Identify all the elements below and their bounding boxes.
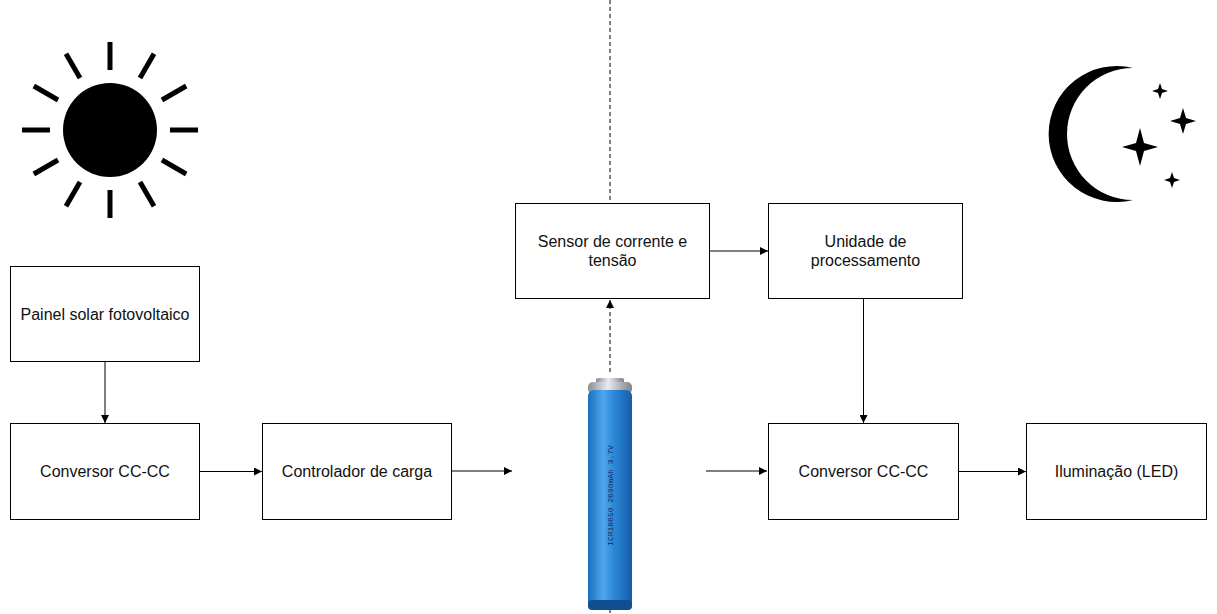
sun-ray	[140, 54, 154, 78]
box-label: Painel solar fotovoltaico	[13, 305, 198, 324]
sun-icon	[22, 42, 198, 218]
star	[1122, 128, 1158, 166]
output-box: Iluminação (LED)	[1026, 423, 1207, 520]
flow-arrow	[105, 362, 106, 423]
flow-arrow	[710, 251, 768, 252]
process-box: Conversor CC-CC	[768, 423, 959, 520]
battery-marking: ICR18650 2600mAh 3.7V	[605, 445, 614, 546]
process-box: Unidade de processamento	[768, 203, 963, 299]
box-label: Conversor CC-CC	[32, 462, 178, 481]
process-box: Conversor CC-CC	[10, 423, 200, 520]
flow-arrow	[200, 471, 262, 472]
flow-arrow	[863, 299, 864, 423]
sun-ray	[22, 128, 50, 133]
supply-arrow	[706, 471, 767, 472]
charge-arrow	[452, 471, 512, 472]
sun-ray	[162, 86, 186, 100]
star	[1164, 172, 1180, 188]
battery-illustration	[588, 378, 632, 610]
sun-ray	[170, 128, 198, 133]
sun-ray	[66, 54, 80, 78]
source-box: Painel solar fotovoltaico	[10, 266, 200, 362]
sun-ray	[162, 160, 186, 174]
sun-ray	[108, 190, 113, 218]
box-label: Iluminação (LED)	[1047, 462, 1187, 481]
flow-arrow	[959, 471, 1026, 472]
sun-ray	[140, 182, 154, 206]
divider-line	[610, 0, 611, 200]
sensor-box: Sensor de corrente e tensão	[515, 203, 710, 299]
process-box: Controlador de carga	[262, 423, 452, 520]
measure-arrow	[610, 300, 611, 372]
star	[1152, 83, 1168, 99]
moon-icon	[1049, 66, 1196, 202]
box-label: Controlador de carga	[274, 462, 440, 481]
star	[1170, 108, 1196, 134]
sun-ray	[34, 160, 58, 174]
sun-ray	[34, 86, 58, 100]
box-label: Sensor de corrente e tensão	[516, 232, 709, 270]
sun-ray	[108, 42, 113, 70]
sun-ray	[66, 182, 80, 206]
box-label: Unidade de processamento	[769, 232, 962, 270]
box-label: Conversor CC-CC	[791, 462, 937, 481]
